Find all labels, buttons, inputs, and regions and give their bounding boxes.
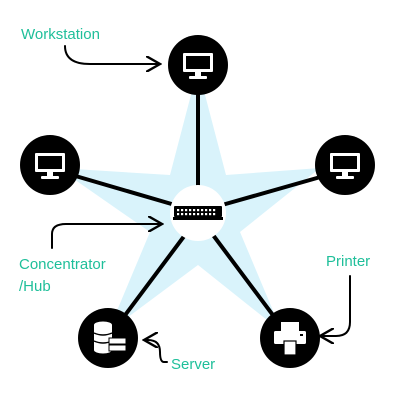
server-node[interactable] xyxy=(78,308,138,368)
hub-node[interactable] xyxy=(170,185,226,241)
printer-icon xyxy=(274,322,306,356)
concentrator-label: Concentrator xyxy=(19,256,106,273)
server-label: Server xyxy=(171,356,216,373)
workstation-top-node[interactable] xyxy=(168,35,228,95)
printer-label: Printer xyxy=(326,253,371,270)
printer-node[interactable] xyxy=(260,308,320,368)
server-icon xyxy=(93,321,127,354)
monitor-icon xyxy=(330,153,360,179)
workstation-label: Workstation xyxy=(21,26,100,43)
workstation-left-node[interactable] xyxy=(20,135,80,195)
server-arrow xyxy=(146,340,168,363)
workstation-arrow xyxy=(64,45,158,64)
workstation-right-node[interactable] xyxy=(315,135,375,195)
switch-icon xyxy=(173,206,223,220)
monitor-icon xyxy=(35,153,65,179)
concentrator-arrow xyxy=(51,224,160,249)
monitor-icon xyxy=(183,53,213,79)
hub-label: /Hub xyxy=(19,278,51,295)
printer-arrow xyxy=(322,275,351,336)
